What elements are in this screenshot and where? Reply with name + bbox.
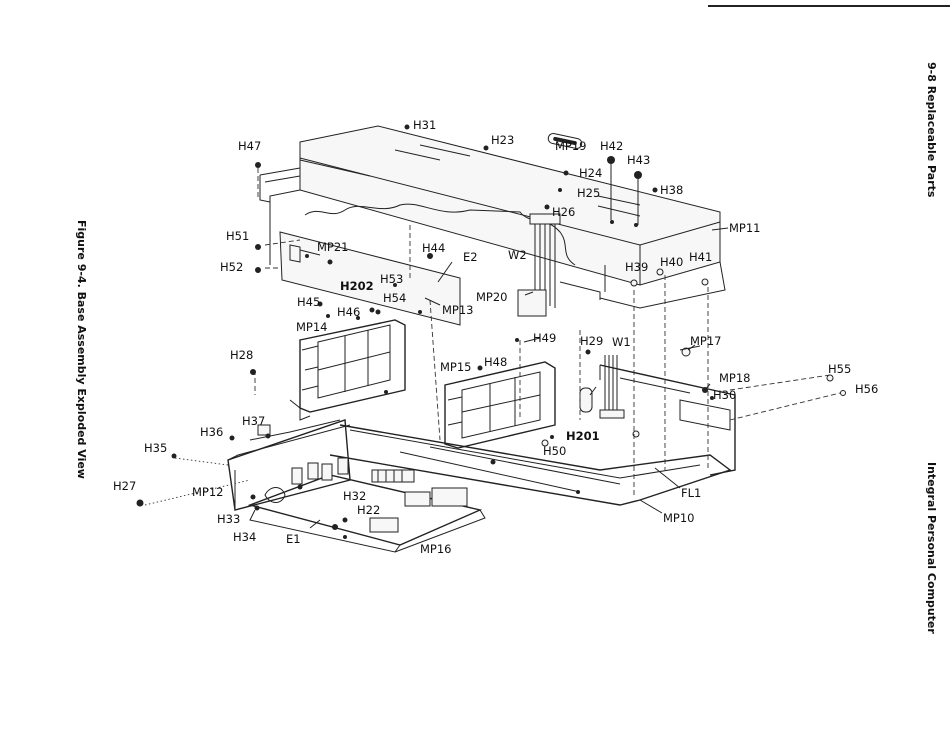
label-h202: H202 bbox=[340, 279, 374, 293]
label-h40: H40 bbox=[660, 255, 683, 269]
label-h47: H47 bbox=[238, 139, 261, 153]
label-h37: H37 bbox=[242, 414, 265, 428]
part-labels: H31 H23 MP19 H42 H43 H47 H24 H38 H25 H26… bbox=[113, 118, 878, 556]
label-mp15: MP15 bbox=[440, 360, 472, 374]
label-h34: H34 bbox=[233, 530, 256, 544]
base-pan-mp10 bbox=[329, 424, 732, 506]
label-h52: H52 bbox=[220, 260, 243, 274]
label-h31: H31 bbox=[413, 118, 436, 132]
label-h32: H32 bbox=[343, 489, 366, 503]
label-mp11: MP11 bbox=[729, 221, 761, 235]
label-h50: H50 bbox=[543, 444, 566, 458]
label-h48: H48 bbox=[484, 355, 507, 369]
cable-w1 bbox=[579, 355, 625, 419]
label-h42: H42 bbox=[600, 139, 623, 153]
leader-lines bbox=[309, 227, 729, 529]
label-mp16: MP16 bbox=[420, 542, 452, 556]
label-e2: E2 bbox=[463, 250, 478, 264]
label-h35: H35 bbox=[144, 441, 167, 455]
label-h30: H30 bbox=[713, 388, 736, 402]
label-w2: W2 bbox=[508, 248, 527, 262]
label-h33: H33 bbox=[217, 512, 240, 526]
label-h56: H56 bbox=[855, 382, 878, 396]
power-supply-e1 bbox=[247, 469, 486, 553]
label-mp17: MP17 bbox=[690, 334, 722, 348]
label-h53: H53 bbox=[380, 272, 403, 286]
explosion-lines bbox=[144, 168, 841, 506]
label-h22: H22 bbox=[357, 503, 380, 517]
label-mp19: MP19 bbox=[555, 139, 587, 153]
label-mp21: MP21 bbox=[317, 240, 349, 254]
label-mp10: MP10 bbox=[663, 511, 695, 525]
label-h201: H201 bbox=[566, 429, 600, 443]
standoff-screws bbox=[607, 156, 642, 225]
label-h51: H51 bbox=[226, 229, 249, 243]
label-h24: H24 bbox=[579, 166, 602, 180]
label-h38: H38 bbox=[660, 183, 683, 197]
label-mp20: MP20 bbox=[476, 290, 508, 304]
label-h41: H41 bbox=[689, 250, 712, 264]
bracket-mp12 bbox=[227, 419, 351, 511]
ribbon-cable-w2 bbox=[517, 213, 561, 317]
label-h36: H36 bbox=[200, 425, 223, 439]
label-h39: H39 bbox=[625, 260, 648, 274]
label-mp12: MP12 bbox=[192, 485, 224, 499]
label-h23: H23 bbox=[491, 133, 514, 147]
fastener-markers bbox=[136, 244, 846, 507]
label-h27: H27 bbox=[113, 479, 136, 493]
disc-drive-cage-mp15 bbox=[444, 361, 556, 449]
label-e1: E1 bbox=[286, 532, 301, 546]
label-w1: W1 bbox=[612, 335, 631, 349]
disc-drive-cage-mp14 bbox=[289, 307, 406, 421]
label-h43: H43 bbox=[627, 153, 650, 167]
label-h55: H55 bbox=[828, 362, 851, 376]
label-h45: H45 bbox=[297, 295, 320, 309]
label-h54: H54 bbox=[383, 291, 406, 305]
label-h46: H46 bbox=[337, 305, 360, 319]
label-mp13: MP13 bbox=[442, 303, 474, 317]
top-cover-mp11 bbox=[255, 124, 726, 309]
label-h29: H29 bbox=[580, 334, 603, 348]
label-h49: H49 bbox=[533, 331, 556, 345]
label-h44: H44 bbox=[422, 241, 445, 255]
label-h25: H25 bbox=[577, 186, 600, 200]
label-mp14: MP14 bbox=[296, 320, 328, 334]
pc-board-e2 bbox=[279, 231, 461, 326]
header-rule bbox=[708, 5, 950, 7]
label-fl1: FL1 bbox=[681, 486, 701, 500]
label-mp18: MP18 bbox=[719, 371, 751, 385]
label-h26: H26 bbox=[552, 205, 575, 219]
label-h28: H28 bbox=[230, 348, 253, 362]
